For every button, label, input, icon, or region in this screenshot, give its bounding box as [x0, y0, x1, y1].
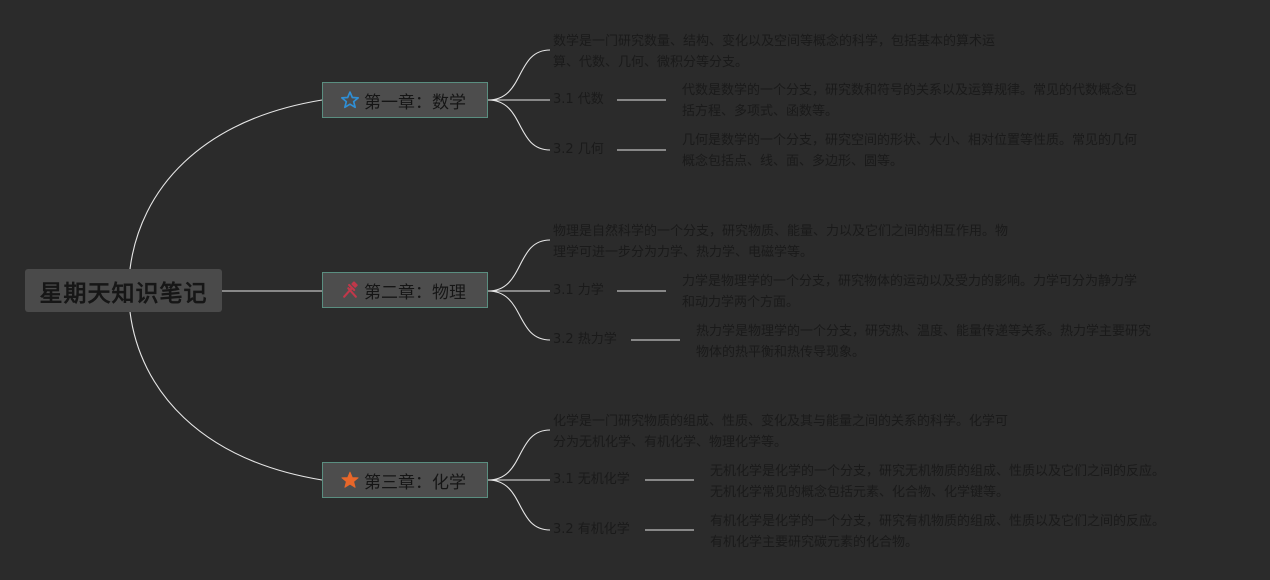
star-outline-icon — [341, 91, 359, 109]
desc-line: 概念包括点、线、面、多边形、圆等。 — [682, 154, 904, 169]
chapter-title: 第三章：化学 — [364, 472, 466, 493]
desc-line: 无机化学是化学的一个分支，研究无机物质的组成、性质以及它们之间的反应。 — [710, 464, 1166, 479]
desc-line: 和动力学两个方面。 — [682, 295, 800, 310]
connector-root-ch3 — [129, 311, 323, 481]
subtopic-desc-mechanics[interactable]: 力学是物理学的一个分支，研究物体的运动以及受力的影响。力学可分为静力学 和动力学… — [682, 271, 1137, 313]
hammer-tools-icon — [343, 281, 358, 298]
chapter-node-math[interactable]: 第一章：数学 — [322, 82, 488, 118]
desc-line: 代数是数学的一个分支，研究数和符号的关系以及运算规律。常见的代数概念包 — [682, 83, 1138, 98]
chapter-title: 第二章：物理 — [364, 282, 466, 303]
chapter-summary-physics[interactable]: 物理是自然科学的一个分支，研究物质、能量、力以及它们之间的相互作用。物 理学可进… — [553, 221, 1008, 263]
desc-line: 几何是数学的一个分支，研究空间的形状、大小、相对位置等性质。常见的几何 — [682, 133, 1138, 148]
desc-line: 物体的热平衡和热传导现象。 — [696, 345, 866, 360]
summary-line: 数学是一门研究数量、结构、变化以及空间等概念的科学，包括基本的算术运 — [553, 34, 996, 49]
desc-line: 有机化学是化学的一个分支，研究有机物质的组成、性质以及它们之间的反应。 — [710, 514, 1166, 529]
chapter-summary-chemistry[interactable]: 化学是一门研究物质的组成、性质、变化及其与能量之间的关系的科学。化学可 分为无机… — [553, 411, 1008, 453]
chapter-title: 第一章：数学 — [364, 92, 466, 113]
connector-ch2-summary — [487, 239, 551, 292]
connector-ch2-sub2 — [487, 290, 551, 341]
subtopic-desc-geometry[interactable]: 几何是数学的一个分支，研究空间的形状、大小、相对位置等性质。常见的几何 概念包括… — [682, 130, 1137, 172]
subtopic-label-geometry[interactable]: 3.2 几何 — [553, 142, 604, 157]
summary-line: 算、代数、几何、微积分等分支。 — [553, 55, 749, 70]
subtopic-desc-thermodynamics[interactable]: 热力学是物理学的一个分支，研究热、温度、能量传递等关系。热力学主要研究 物体的热… — [696, 321, 1151, 363]
subtopic-label-mechanics[interactable]: 3.1 力学 — [553, 283, 604, 298]
root-node[interactable]: 星期天知识笔记 — [25, 269, 222, 312]
star-filled-icon — [341, 471, 359, 488]
chapter-node-physics[interactable]: 第二章：物理 — [322, 272, 488, 308]
chapter-node-chemistry[interactable]: 第三章：化学 — [322, 462, 488, 498]
summary-line: 分为无机化学、有机化学、物理化学等。 — [553, 435, 788, 450]
desc-line: 括方程、多项式、函数等。 — [682, 104, 839, 119]
connector-ch1-sub2 — [487, 99, 551, 151]
summary-line: 化学是一门研究物质的组成、性质、变化及其与能量之间的关系的科学。化学可 — [553, 414, 1009, 429]
summary-line: 理学可进一步分为力学、热力学、电磁学等。 — [553, 245, 814, 260]
subtopic-label-thermodynamics[interactable]: 3.2 热力学 — [553, 332, 617, 347]
connector-ch3-summary — [487, 429, 551, 481]
subtopic-label-algebra[interactable]: 3.1 代数 — [553, 92, 604, 107]
chapter-summary-math[interactable]: 数学是一门研究数量、结构、变化以及空间等概念的科学，包括基本的算术运 算、代数、… — [553, 31, 995, 73]
connector-root-ch1 — [129, 99, 323, 270]
root-title: 星期天知识笔记 — [39, 280, 208, 307]
desc-line: 热力学是物理学的一个分支，研究热、温度、能量传递等关系。热力学主要研究 — [696, 324, 1152, 339]
subtopic-label-organic[interactable]: 3.2 有机化学 — [553, 522, 630, 537]
desc-line: 无机化学常见的概念包括元素、化合物、化学键等。 — [710, 485, 1010, 500]
desc-line: 有机化学主要研究碳元素的化合物。 — [710, 535, 919, 550]
desc-line: 力学是物理学的一个分支，研究物体的运动以及受力的影响。力学可分为静力学 — [682, 274, 1138, 289]
connector-ch1-summary — [487, 49, 551, 101]
connector-ch3-sub2 — [487, 479, 551, 531]
subtopic-desc-algebra[interactable]: 代数是数学的一个分支，研究数和符号的关系以及运算规律。常见的代数概念包 括方程、… — [682, 80, 1137, 122]
summary-line: 物理是自然科学的一个分支，研究物质、能量、力以及它们之间的相互作用。物 — [553, 224, 1009, 239]
subtopic-label-inorganic[interactable]: 3.1 无机化学 — [553, 472, 630, 487]
subtopic-desc-organic[interactable]: 有机化学是化学的一个分支，研究有机物质的组成、性质以及它们之间的反应。 有机化学… — [710, 511, 1165, 553]
subtopic-desc-inorganic[interactable]: 无机化学是化学的一个分支，研究无机物质的组成、性质以及它们之间的反应。 无机化学… — [710, 461, 1165, 503]
